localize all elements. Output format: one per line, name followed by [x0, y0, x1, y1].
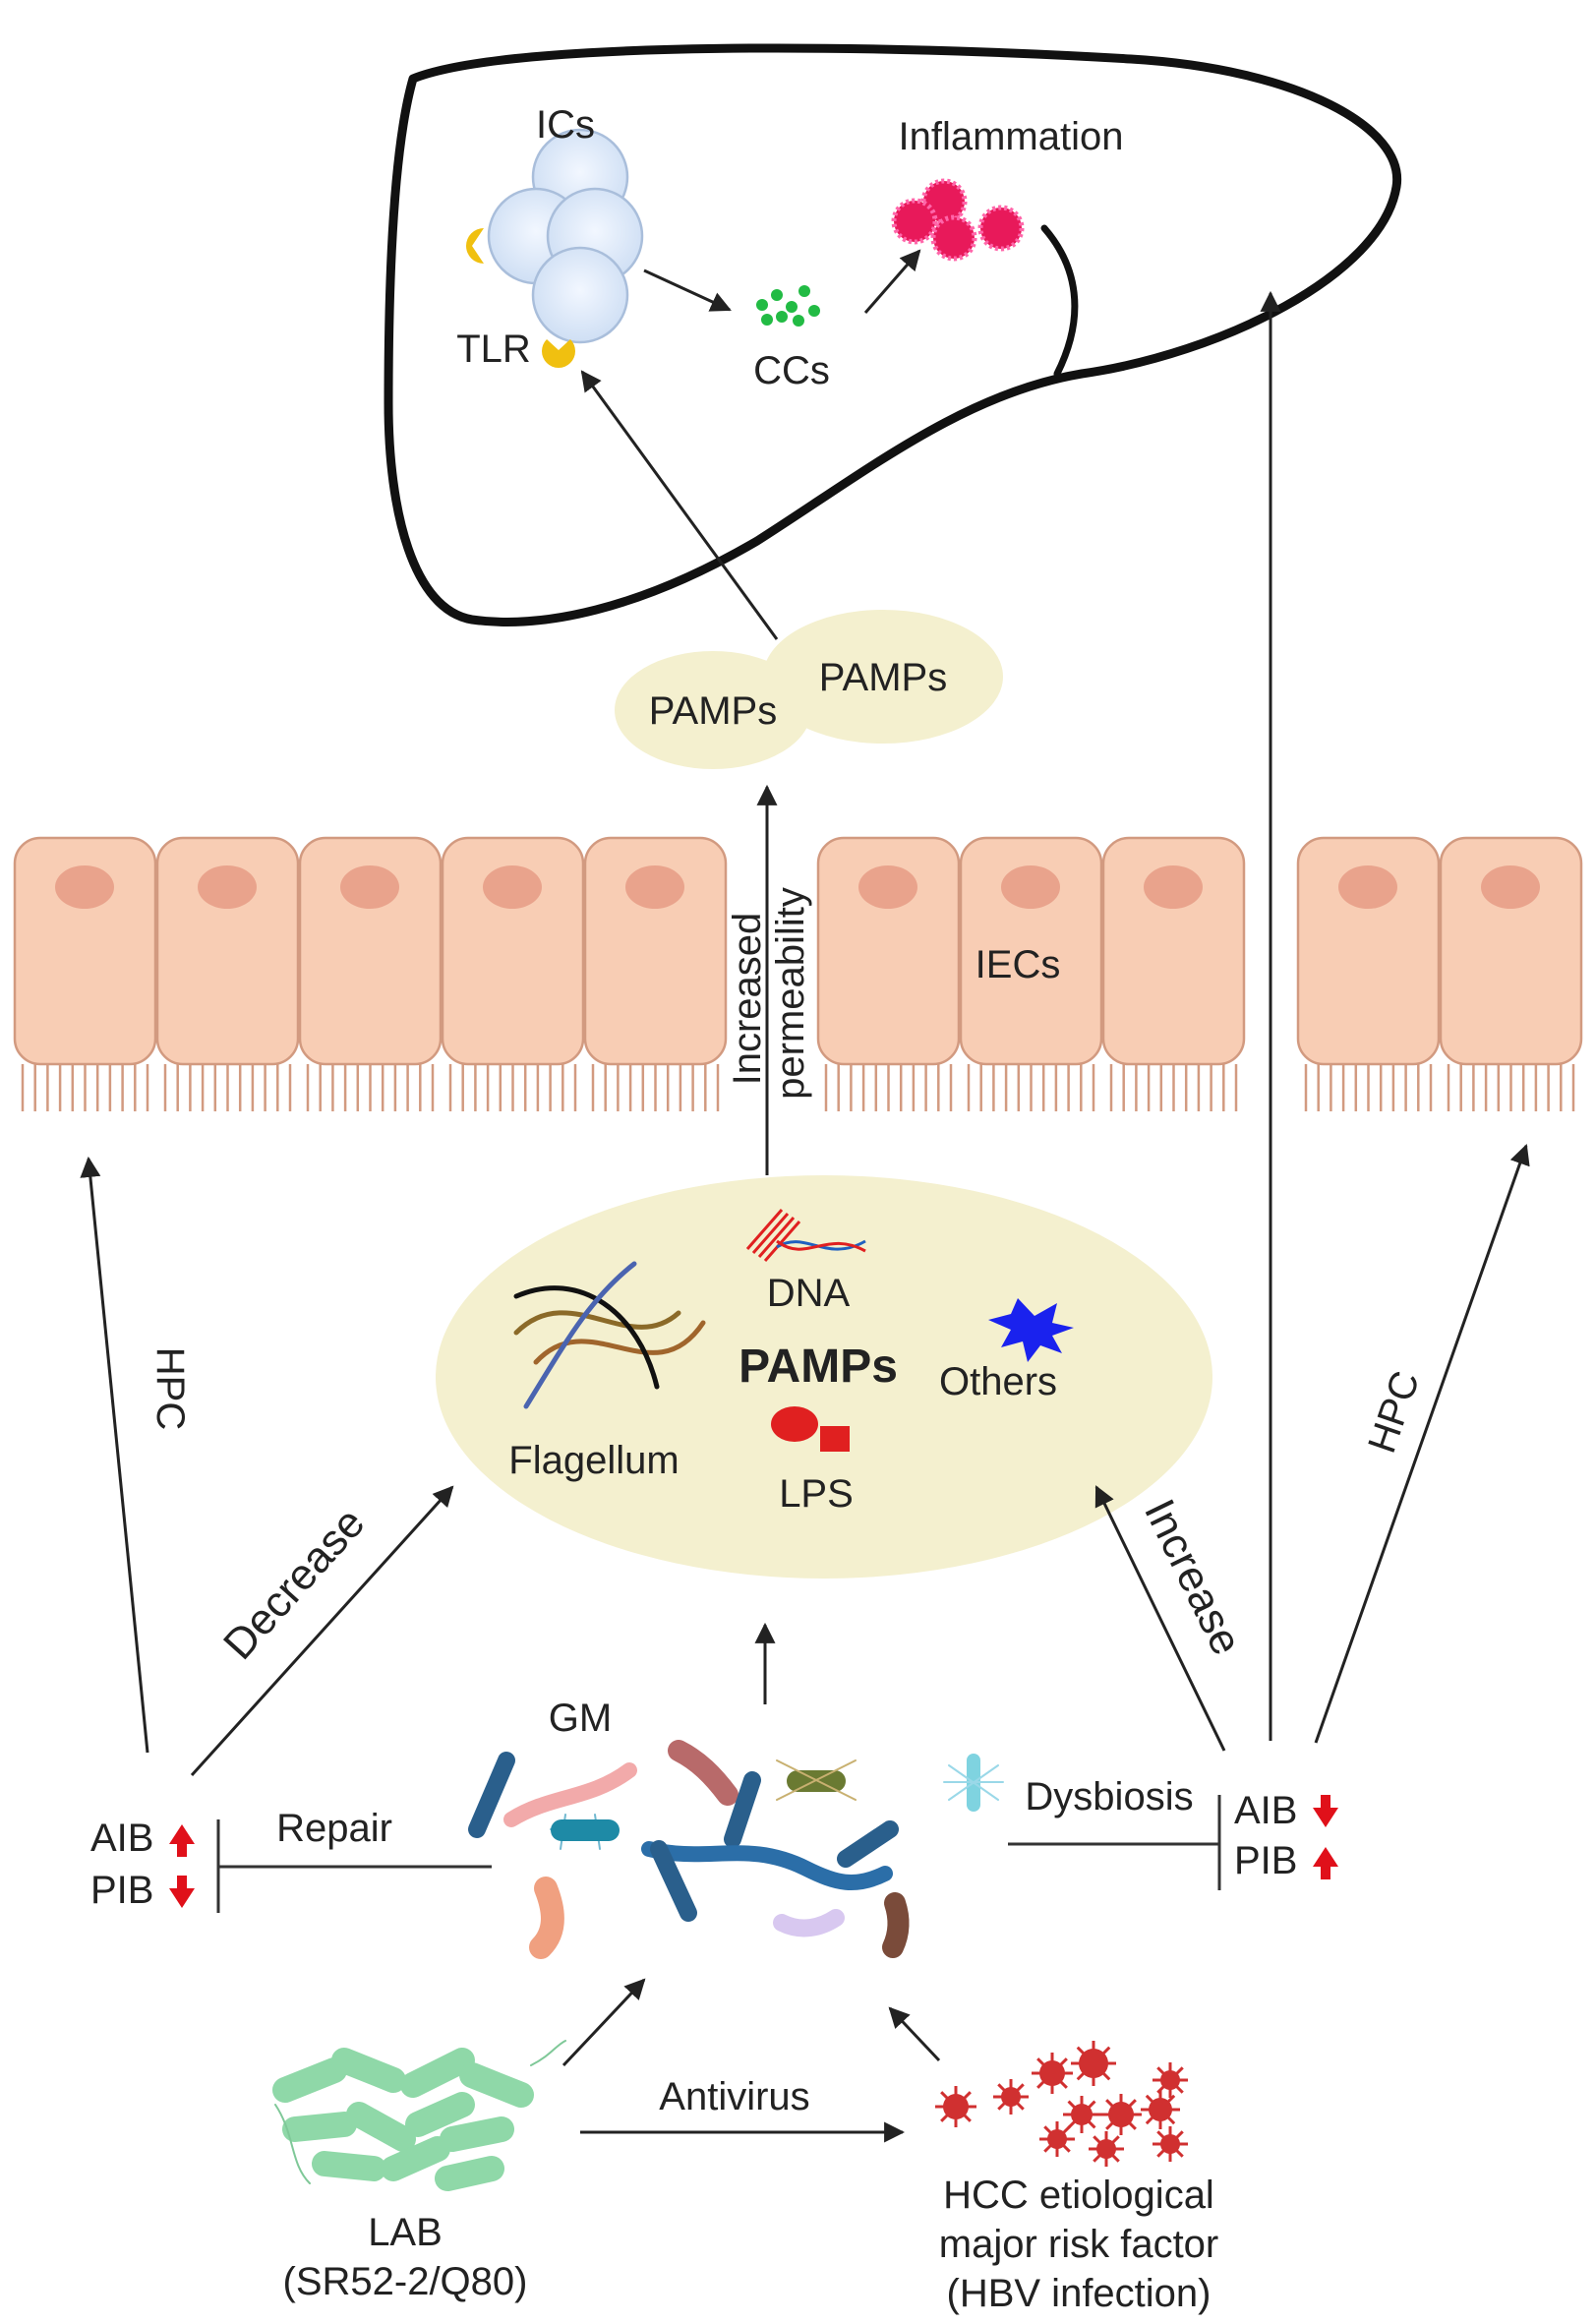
up-arrow-icon [169, 1824, 195, 1857]
hcc-label-line1: HCC etiological [943, 2174, 1214, 2217]
arrow-left-hpc [80, 1156, 149, 1754]
arrow-right-hpc [1314, 1144, 1530, 1744]
virus-icon [1071, 2041, 1116, 2086]
up-arrow-icon [1313, 1847, 1338, 1879]
flagellum-label: Flagellum [508, 1439, 679, 1482]
epithelial-cell-group-left [13, 836, 728, 1066]
hpc-right-label: HPC [1360, 1366, 1428, 1459]
inflammation-cells-icon [891, 178, 1025, 262]
permeability-label: Increased permeability [726, 887, 812, 1100]
virus-icon [1063, 2096, 1100, 2133]
increase-label: Increase [1135, 1492, 1251, 1662]
immune-cell [531, 246, 629, 344]
barrier-status-right: AIB PIB [1234, 1789, 1338, 1882]
immune-cells [487, 128, 644, 344]
epithelial-cell-group-middle [816, 836, 1246, 1066]
arrow-hbv-to-gm [888, 2006, 941, 2062]
virus-icon [935, 2086, 976, 2127]
tlr-receptor-icon [542, 339, 575, 369]
gm-label: GM [549, 1697, 612, 1740]
pamps-top: PAMPs PAMPs [615, 610, 1003, 769]
decrease-label: Decrease [214, 1499, 374, 1669]
pamps-central: Flagellum DNA PAMPs Others LPS [436, 1175, 1212, 1579]
arrow-pamps-to-tlr [580, 370, 779, 640]
lps-label: LPS [779, 1472, 854, 1516]
lps-icon-block [820, 1426, 850, 1452]
arrow-lab-to-gm [562, 1978, 646, 2067]
lab-bacteria-icon [272, 2040, 566, 2191]
arrow-ics-to-ccs [643, 268, 732, 312]
lps-icon [771, 1406, 818, 1442]
liver-lobe-fissure [1040, 224, 1079, 378]
virus-icon [1032, 2053, 1073, 2094]
flagellum-icon [513, 1261, 706, 1409]
down-arrow-icon [169, 1876, 195, 1908]
hpc-left-label: HPC [148, 1347, 192, 1430]
aib-left-label: AIB [90, 1817, 153, 1860]
hcc-label-line3: (HBV infection) [947, 2272, 1212, 2315]
inflammation-label: Inflammation [899, 115, 1124, 158]
dna-icon [745, 1209, 866, 1262]
virus-icon [993, 2079, 1029, 2115]
pamps-oval [615, 651, 811, 769]
liver-outline [384, 43, 1402, 626]
tlr-receptor-icon [466, 228, 484, 264]
virus-icon [1039, 2121, 1075, 2157]
pamps-central-oval [436, 1175, 1212, 1579]
aib-right-label: AIB [1234, 1789, 1297, 1832]
pamps-oval [763, 610, 1003, 744]
barrier-status-left: AIB PIB [90, 1817, 195, 1912]
down-arrow-icon [1313, 1795, 1338, 1827]
repair-label: Repair [276, 1807, 392, 1850]
ccs-label: CCs [753, 349, 830, 392]
virus-icon [1153, 2062, 1188, 2098]
epithelial-cell-group-right [1296, 836, 1583, 1066]
gut-microbiota: GM [468, 1697, 1004, 1959]
pamps-top-label-left: PAMPs [649, 689, 777, 733]
pamps-top-label-right: PAMPs [819, 656, 947, 699]
ics-label: ICs [536, 103, 595, 147]
lab-strain-label: (SR52-2/Q80) [283, 2260, 528, 2303]
others-label: Others [939, 1360, 1057, 1403]
arrow-increase [1094, 1485, 1226, 1752]
pib-left-label: PIB [90, 1869, 153, 1912]
antivirus-label: Antivirus [659, 2075, 809, 2118]
cytokines-icon [756, 285, 820, 327]
arrow-ccs-to-inflammation [863, 249, 921, 314]
bacteria-cluster-icon [468, 1740, 1004, 1959]
dysbiosis-label: Dysbiosis [1025, 1775, 1193, 1818]
hcc-label-line2: major risk factor [939, 2223, 1219, 2266]
intestinal-epithelium: IECs Increased permeability [13, 836, 1583, 1111]
microvilli [21, 1064, 1575, 1111]
virus-icon [1141, 2090, 1180, 2129]
iecs-label: IECs [975, 943, 1061, 986]
arrow-decrease [190, 1485, 454, 1777]
others-burst-icon [988, 1298, 1074, 1362]
lab-label: LAB [368, 2211, 443, 2254]
hbv-virus-icons [935, 2041, 1188, 2167]
virus-icon [1153, 2126, 1188, 2162]
pamps-central-title: PAMPs [739, 1341, 898, 1393]
dna-label: DNA [767, 1272, 851, 1315]
pib-right-label: PIB [1234, 1839, 1297, 1882]
virus-icon [1089, 2131, 1124, 2167]
virus-icon [1100, 2094, 1142, 2135]
liver: ICs TLR CCs Inflammation [384, 43, 1402, 626]
tlr-label: TLR [456, 328, 531, 371]
